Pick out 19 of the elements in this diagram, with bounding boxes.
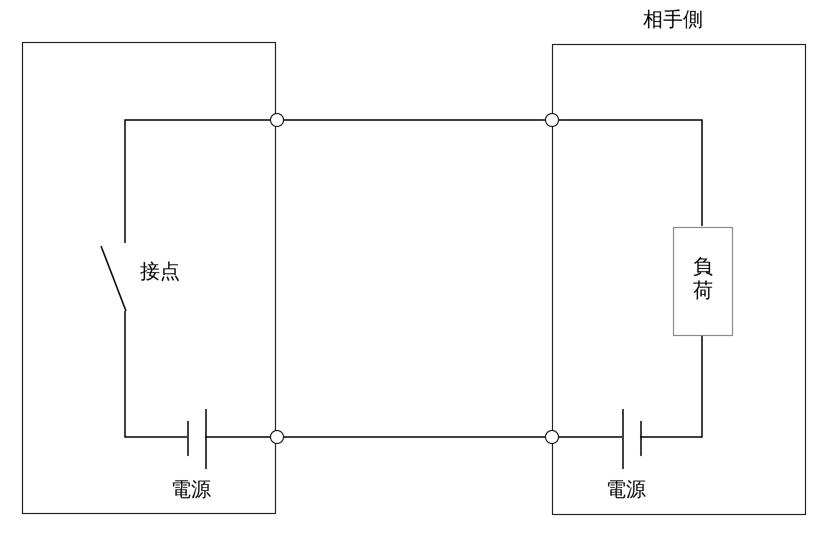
wire [640, 335, 703, 438]
wire [205, 436, 270, 438]
terminal-circle [270, 113, 284, 127]
power-source-label: 電源 [606, 477, 646, 501]
wire [559, 436, 622, 438]
contact-label: 接点 [140, 259, 180, 283]
wire [559, 119, 703, 226]
wire [124, 119, 270, 243]
terminal-circle [270, 430, 284, 444]
load-label: 負荷 [692, 254, 714, 302]
wire [284, 119, 545, 121]
terminal-circle [545, 113, 559, 127]
load-box [673, 227, 733, 336]
wire [124, 311, 187, 438]
enclosure-box [22, 42, 276, 514]
terminal-circle [545, 430, 559, 444]
wire [284, 436, 545, 438]
enclosure-heading: 相手側 [643, 7, 703, 31]
power-source-label: 電源 [171, 477, 211, 501]
